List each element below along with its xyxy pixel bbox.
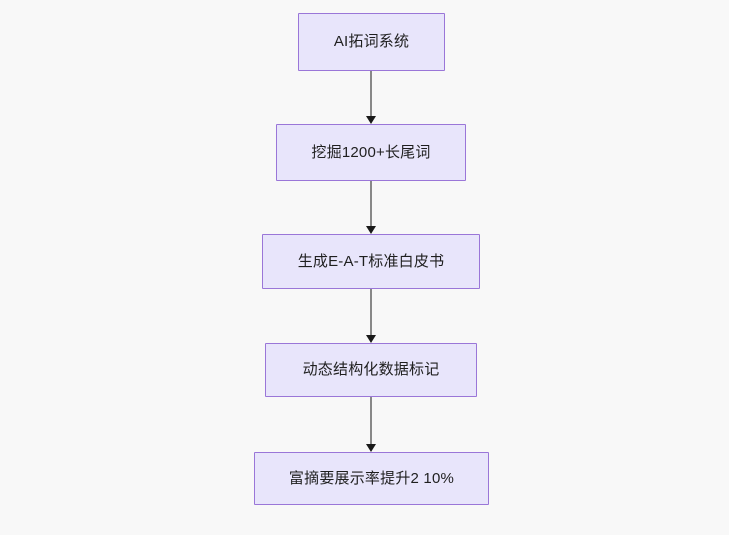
flow-connector-line: [370, 71, 372, 116]
flow-connector-line: [370, 397, 372, 444]
flow-arrow-down-icon: [366, 444, 376, 452]
flow-node-dynamic-structured-data-markup[interactable]: 动态结构化数据标记: [265, 343, 477, 397]
flow-arrow-down-icon: [366, 226, 376, 234]
flow-connector-line: [370, 181, 372, 226]
flow-node-generate-eat-whitepaper[interactable]: 生成E-A-T标准白皮书: [262, 234, 480, 289]
flow-node-ai-keyword-system[interactable]: AI拓词系统: [298, 13, 445, 71]
flow-arrow-down-icon: [366, 116, 376, 124]
flow-node-label: 动态结构化数据标记: [302, 361, 440, 378]
flow-node-label: 生成E-A-T标准白皮书: [297, 252, 445, 270]
flow-node-rich-snippet-impression-lift[interactable]: 富摘要展示率提升2 10%: [254, 452, 489, 505]
flow-node-label: 富摘要展示率提升2 10%: [288, 469, 455, 487]
flow-arrow-down-icon: [366, 335, 376, 343]
flow-node-mine-longtail-keywords[interactable]: 挖掘1200+长尾词: [276, 124, 466, 181]
flow-node-label: 挖掘1200+长尾词: [311, 143, 431, 161]
flow-node-label: AI拓词系统: [333, 33, 410, 50]
flow-connector-line: [370, 289, 372, 335]
